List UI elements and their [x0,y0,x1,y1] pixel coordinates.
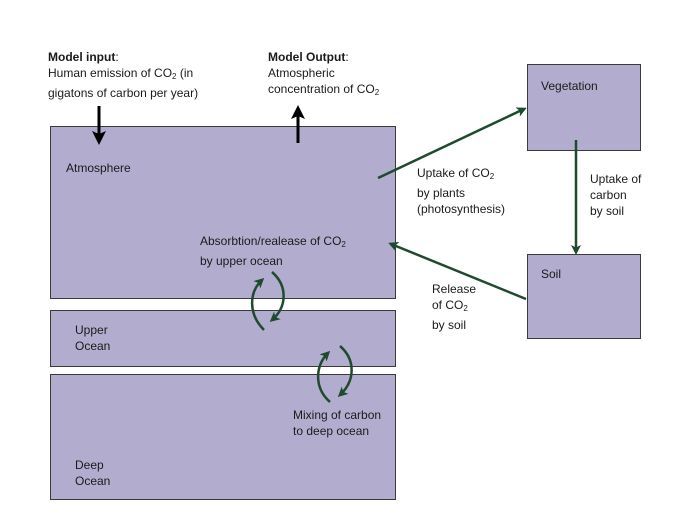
deep-ocean-label-1: Deep [75,458,104,472]
soil-release-arrow [388,242,527,301]
deep-mixing-line2: to deep ocean [293,424,370,438]
model-input-sub: 2 [172,72,177,81]
deep-ocean-label: Deep Ocean [75,457,110,489]
plant-uptake-line3: (photosynthesis) [417,202,506,216]
model-output-label: Model Output: Atmospheric concentration … [268,49,379,101]
vegetation-label: Vegetation [541,79,598,93]
plant-uptake-line2: by plants [417,186,466,200]
mixing-up-arrow [316,350,331,403]
plant-uptake-sub: 2 [489,172,495,181]
soil-box [527,254,641,339]
vegetation-box [527,64,641,151]
model-output-heading: Model Output [268,50,346,64]
soil-release-sub: 2 [463,304,468,313]
atmosphere-box [50,126,396,299]
model-output-line2: concentration of CO [268,82,375,96]
soil-uptake-line3: by soil [590,204,625,218]
upper-ocean-box [50,310,396,367]
mixing-down-arrow [337,345,353,398]
ocean-exchange-line2: by upper ocean [200,254,283,268]
upper-ocean-label-2: Ocean [75,339,111,353]
model-input-heading: Model input [48,50,116,64]
atmosphere-label: Atmosphere [66,161,131,175]
model-output-sub: 2 [374,88,380,97]
model-input-colon: : [115,50,119,64]
ocean-exchange-line1: Absorbtion/realease of CO [200,234,342,248]
ocean-release-arrow [250,277,265,331]
soil-label: Soil [541,267,562,281]
soil-release-line1: Release [432,282,477,296]
soil-uptake-line2: carbon [590,188,627,202]
deep-mixing-label: Mixing of carbon to deep ocean [293,407,381,439]
ocean-exchange-sub: 2 [341,240,346,249]
model-output-line1: Atmospheric [268,66,335,80]
model-input-line1: Human emission of CO [48,66,173,80]
soil-release-line3: by soil [432,318,467,332]
soil-release-line2: of CO [432,298,464,312]
ocean-exchange-label: Absorbtion/realease of CO2 by upper ocea… [200,233,346,269]
plant-uptake-line1: Uptake of CO [417,166,490,180]
upper-ocean-label: Upper Ocean [75,322,110,354]
upper-ocean-label-1: Upper [75,323,108,337]
soil-uptake-label: Uptake of carbon by soil [590,171,641,219]
model-output-colon: : [345,50,349,64]
soil-release-label: Release of CO2 by soil [432,281,476,333]
model-input-line2: gigatons of carbon per year) [48,86,199,100]
model-input-line1-tail: (in [176,66,194,80]
ocean-absorb-arrow [269,271,285,322]
soil-uptake-line1: Uptake of [590,172,642,186]
plant-uptake-arrow [377,107,527,180]
deep-ocean-label-2: Ocean [75,474,111,488]
deep-mixing-line1: Mixing of carbon [293,408,382,422]
model-input-label: Model input: Human emission of CO2 (in g… [48,49,198,101]
plant-uptake-label: Uptake of CO2 by plants (photosynthesis) [417,165,505,217]
